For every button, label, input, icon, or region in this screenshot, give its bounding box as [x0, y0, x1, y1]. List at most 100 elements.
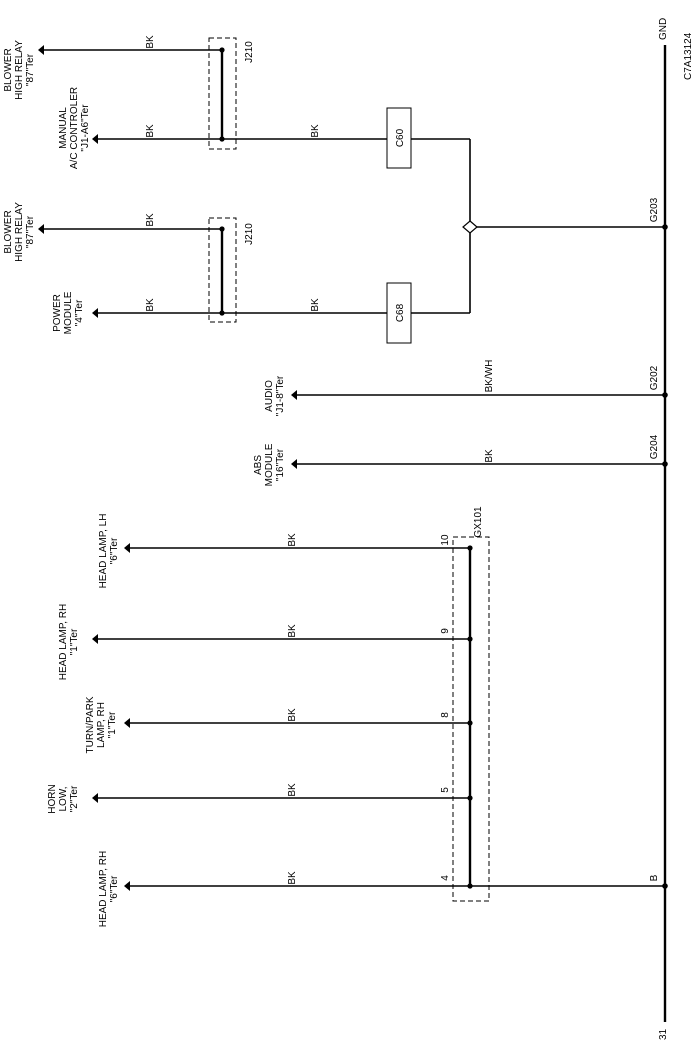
- wire-label: BK: [287, 624, 298, 638]
- ground-dot: [662, 392, 668, 398]
- wire-label: BK: [287, 708, 298, 722]
- splice-dot: [467, 720, 473, 726]
- power-line3: "4"Ter: [74, 299, 85, 326]
- pin-label: 10: [440, 534, 451, 546]
- g204-label: G204: [649, 434, 660, 459]
- bottom-label: 31: [658, 1028, 669, 1040]
- audio-line1: AUDIO: [264, 380, 275, 412]
- wire-label: BK: [145, 124, 156, 138]
- abs-line2: MODULE: [264, 443, 275, 486]
- headrh6-line1: HEAD LAMP, RH: [98, 851, 109, 928]
- splice-dot: [219, 47, 225, 53]
- junction-diamond: [462, 220, 478, 234]
- terminal-arrow: [291, 390, 297, 400]
- blower1-line1: BLOWER: [3, 48, 14, 91]
- blower1-line3: "87"Ter: [25, 53, 36, 86]
- wire-label: BK: [287, 533, 298, 547]
- component-head-lamp-lh: HEAD LAMP, LH "6"Ter: [98, 514, 120, 589]
- component-abs: ABS MODULE "16"Ter: [253, 443, 286, 486]
- pin-label: 9: [440, 628, 451, 634]
- component-head-lamp-rh-6: HEAD LAMP, RH "6"Ter: [98, 851, 120, 928]
- pin-label: 4: [440, 875, 451, 881]
- c68-label: C68: [395, 303, 406, 322]
- terminal-arrow: [38, 224, 44, 234]
- ground-dot: [662, 461, 668, 467]
- component-audio: AUDIO "J1-8"Ter: [264, 375, 286, 416]
- splice-dot: [219, 310, 225, 316]
- horn-line1: HORN: [47, 784, 58, 813]
- power-line1: POWER: [52, 294, 63, 332]
- terminal-arrow: [92, 134, 98, 144]
- blower2-line3: "87"Ter: [25, 215, 36, 248]
- power-line2: MODULE: [63, 291, 74, 334]
- g203-label: G203: [649, 197, 660, 222]
- gnd-label: GND: [658, 18, 669, 40]
- abs-line3: "16"Ter: [275, 448, 286, 481]
- headlh-line2: "6"Ter: [109, 537, 120, 564]
- component-horn: HORN LOW, "2"Ter: [47, 784, 80, 813]
- turn-line3: "1"Ter: [107, 711, 118, 738]
- terminal-arrow: [124, 881, 130, 891]
- manual-line3: "J1-A6"Ter: [80, 104, 91, 152]
- c60-label: C60: [395, 128, 406, 147]
- pin-label: 8: [440, 712, 451, 718]
- splice-dot: [467, 636, 473, 642]
- wire-label: BK/WH: [484, 360, 495, 393]
- headrh1-line2: "1"Ter: [69, 628, 80, 655]
- audio-line2: "J1-8"Ter: [275, 375, 286, 416]
- wire-label: BK: [287, 783, 298, 797]
- wire-label: BK: [145, 35, 156, 49]
- connector-c60: [386, 107, 412, 169]
- splice-dot: [219, 226, 225, 232]
- ground-b-label: B: [649, 874, 660, 881]
- terminal-arrow: [92, 308, 98, 318]
- terminal-arrow: [38, 45, 44, 55]
- headlh-line1: HEAD LAMP, LH: [98, 514, 109, 589]
- j210-bottom-label: J210: [244, 223, 255, 245]
- manual-line2: A/C CONTROLER: [69, 87, 80, 169]
- horn-line2: LOW,: [58, 786, 69, 811]
- terminal-arrow: [92, 634, 98, 644]
- wire-label: BK: [484, 449, 495, 463]
- wire-label: BK: [310, 298, 321, 312]
- j210-top-label: J210: [244, 41, 255, 63]
- turn-line2: LAMP, RH: [96, 702, 107, 748]
- splice-dot: [219, 136, 225, 142]
- horn-line3: "2"Ter: [69, 785, 80, 812]
- headrh6-line2: "6"Ter: [109, 875, 120, 902]
- component-turn-park: TURN/PARK LAMP, RH "1"Ter: [85, 696, 118, 753]
- splice-dot: [467, 545, 473, 551]
- pin-label: 5: [440, 787, 451, 793]
- g202-label: G202: [649, 365, 660, 390]
- ground-dot: [662, 883, 668, 889]
- component-head-lamp-rh-1: HEAD LAMP, RH "1"Ter: [58, 604, 80, 681]
- wire-label: BK: [287, 871, 298, 885]
- splice-dot: [467, 795, 473, 801]
- blower2-line2: HIGH RELAY: [14, 202, 25, 262]
- blower1-line2: HIGH RELAY: [14, 40, 25, 100]
- wire-label: BK: [145, 213, 156, 227]
- terminal-arrow: [124, 718, 130, 728]
- terminal-arrow: [92, 793, 98, 803]
- component-blower1: BLOWER HIGH RELAY "87"Ter: [3, 40, 36, 100]
- wire-label: BK: [310, 124, 321, 138]
- component-blower2: BLOWER HIGH RELAY "87"Ter: [3, 202, 36, 262]
- diagram-code: C7A13124: [683, 32, 694, 80]
- manual-line1: MANUAL: [58, 107, 69, 149]
- terminal-arrow: [291, 459, 297, 469]
- connector-gx101: [452, 536, 490, 902]
- terminal-arrow: [124, 543, 130, 553]
- connector-j210-top: [208, 37, 237, 150]
- headrh1-line1: HEAD LAMP, RH: [58, 604, 69, 681]
- abs-line1: ABS: [253, 455, 264, 475]
- ground-dot: [662, 224, 668, 230]
- gx101-label: GX101: [473, 506, 484, 538]
- splice-dot: [467, 883, 473, 889]
- wire-label: BK: [145, 298, 156, 312]
- turn-line1: TURN/PARK: [85, 696, 96, 753]
- component-manual-ac: MANUAL A/C CONTROLER "J1-A6"Ter: [58, 87, 91, 169]
- component-power-module: POWER MODULE "4"Ter: [52, 291, 85, 334]
- blower2-line1: BLOWER: [3, 210, 14, 253]
- connector-j210-bottom: [208, 217, 237, 323]
